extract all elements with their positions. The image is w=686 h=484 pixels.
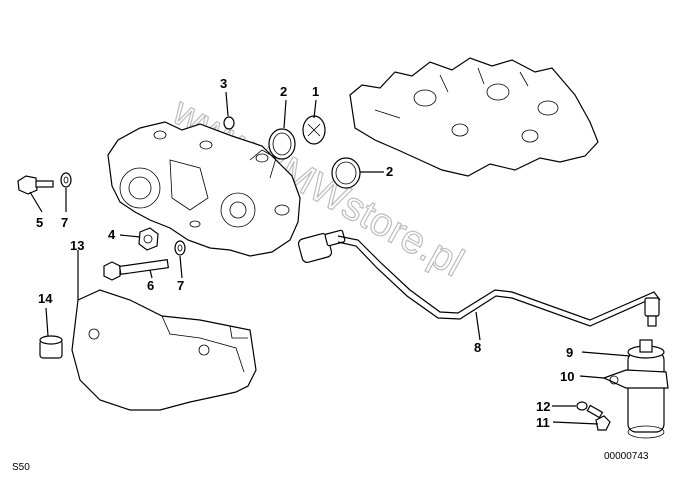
cap-14: [39, 335, 63, 359]
diagram-number-label: 00000743: [604, 451, 649, 462]
callout-6: 6: [147, 278, 154, 293]
callout-7-right: 7: [177, 278, 184, 293]
clamp-10: [602, 369, 669, 389]
diagram-code-label: S50: [12, 462, 30, 473]
nut-4: [138, 227, 159, 251]
callout-7-left: 7: [61, 215, 68, 230]
oil-line: [337, 235, 661, 327]
callout-13: 13: [70, 238, 84, 253]
bolt-11: [576, 401, 611, 431]
cover-13: [71, 289, 257, 411]
callout-9: 9: [566, 345, 573, 360]
callout-2-top: 2: [280, 84, 287, 99]
callout-8: 8: [474, 340, 481, 355]
leader-lines: [29, 91, 631, 425]
callout-5: 5: [36, 215, 43, 230]
solenoid-valve: [297, 229, 346, 263]
small-seal-ring: [223, 116, 235, 130]
callout-4: 4: [108, 227, 116, 242]
cylinder-head: [349, 57, 599, 177]
callout-2-right: 2: [386, 164, 393, 179]
callout-10: 10: [560, 369, 574, 384]
pressure-accumulator: [627, 339, 665, 439]
callout-14: 14: [38, 291, 53, 306]
bolt-5: [17, 172, 72, 195]
vanos-housing: [107, 121, 301, 257]
callout-3: 3: [220, 76, 227, 91]
callout-11: 11: [536, 415, 550, 430]
bolt-6: [103, 240, 186, 281]
callout-1: 1: [312, 84, 319, 99]
callout-12: 12: [536, 399, 550, 414]
